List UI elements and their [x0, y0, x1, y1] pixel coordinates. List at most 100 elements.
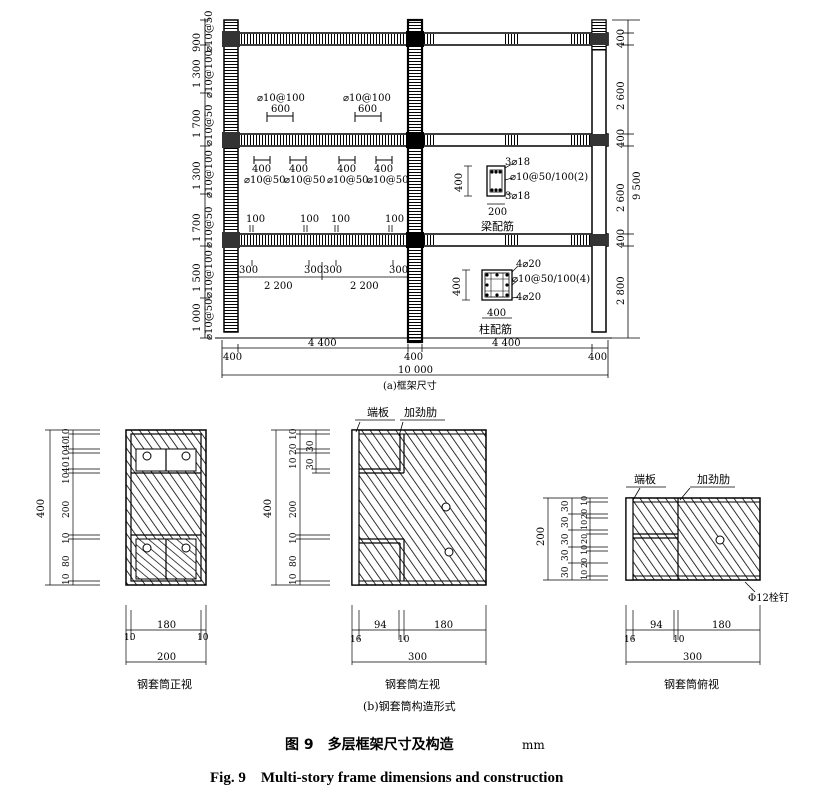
- top-stiffener: 加劲肋: [697, 472, 730, 486]
- front-d6: 200: [62, 501, 72, 518]
- sub-400-3: 400: [337, 164, 356, 175]
- left-da5: 10: [289, 532, 299, 544]
- left-end-plate: 端板: [367, 405, 389, 419]
- top-da5: 30: [561, 566, 571, 578]
- left-dim-1300b: 1 300: [192, 161, 203, 190]
- right-dim-400a: 400: [616, 29, 627, 48]
- sleeve-top-view: 200 30 30 30 30 30 10 20 10 20 10 20 10 …: [536, 472, 789, 691]
- left-w10: 10: [398, 635, 410, 645]
- rebar-label-top-right: ⌀10@100: [343, 93, 391, 104]
- len-2200-right: 2 200: [350, 281, 379, 292]
- left-rebar-2: ⌀10@100: [204, 50, 215, 98]
- top-da4: 30: [561, 549, 571, 561]
- bottom-dim-4400b: 4 400: [492, 338, 521, 349]
- front-right: 10: [197, 633, 209, 643]
- rebar-mid-4: ⌀10@50: [367, 175, 408, 186]
- left-db2: 30: [306, 458, 316, 470]
- column-middle: [406, 18, 424, 344]
- left-dim-900: 900: [192, 33, 203, 52]
- left-dim-1700a: 1 700: [192, 109, 203, 138]
- mark-100-2: 100: [300, 214, 319, 225]
- front-total: 400: [36, 499, 47, 518]
- beam-sec-height: 400: [454, 173, 465, 192]
- sub-400-2: 400: [289, 164, 308, 175]
- bottom-dim-400b: 400: [404, 352, 423, 363]
- top-db2: 20: [580, 509, 589, 519]
- front-d2: 40: [62, 438, 72, 450]
- left-w180: 180: [434, 620, 453, 631]
- right-dim-400b: 400: [616, 129, 627, 148]
- beam-sec-bottom: 3⌀18: [505, 191, 530, 202]
- bottom-dim-4400a: 4 400: [308, 338, 337, 349]
- left-rebar-4: ⌀10@100: [204, 150, 215, 198]
- top-da1: 30: [561, 500, 571, 512]
- column-section: 4⌀20 ⌀10@50/100(4) 4⌀20 400 400 柱配筋: [452, 259, 590, 336]
- bottom-dim-400c: 400: [588, 352, 607, 363]
- left-da6: 80: [289, 555, 299, 567]
- rebar-mid-1: ⌀10@50: [244, 175, 285, 186]
- top-db1: 10: [580, 496, 589, 506]
- left-db1: 30: [306, 440, 316, 452]
- top-da2: 30: [561, 516, 571, 528]
- beam-sec-top: 3⌀18: [505, 157, 530, 168]
- left-rebar-7: ⌀10@50: [204, 299, 215, 340]
- len-600-left: 600: [271, 104, 290, 115]
- left-da2: 20: [289, 443, 299, 455]
- sleeve-left-view: 400 10 20 10 200 10 80 10 30 30 端板 加劲肋: [263, 405, 487, 713]
- front-d5: 10: [62, 472, 72, 484]
- top-bolt: Φ12栓钉: [748, 591, 789, 604]
- rebar-mid-2: ⌀10@50: [284, 175, 325, 186]
- len-600-right: 600: [358, 104, 377, 115]
- front-left: 10: [124, 633, 136, 643]
- col-sec-width: 400: [487, 308, 506, 319]
- figure-caption-cn: 图 9 多层框架尺寸及构造: [285, 736, 454, 753]
- front-d9: 10: [62, 573, 72, 585]
- top-width: 300: [683, 652, 702, 663]
- top-db7: 10: [580, 570, 589, 580]
- top-db3: 10: [580, 520, 589, 530]
- sleeve-front-view: 400 10 40 10 40 10 200 10 80 10 180: [36, 428, 209, 691]
- left-da7: 10: [289, 573, 299, 585]
- mark-100-4: 100: [385, 214, 404, 225]
- top-w16: 16: [624, 635, 636, 645]
- column-left: [223, 19, 239, 333]
- top-w180: 180: [712, 620, 731, 631]
- left-dim-1700b: 1 700: [192, 213, 203, 242]
- left-rebar-3: ⌀10@50: [204, 105, 215, 146]
- left-stiffener: 加劲肋: [404, 405, 437, 419]
- right-total: 9 500: [632, 171, 643, 200]
- beam-section: 3⌀18 ⌀10@50/100(2) 3⌀18 400 200 梁配筋: [454, 157, 588, 233]
- left-rebar-6: ⌀10@100: [204, 250, 215, 298]
- left-rebar-5: ⌀10@50: [204, 207, 215, 248]
- top-total: 200: [536, 527, 547, 546]
- len-300-4: 300: [389, 265, 408, 276]
- rebar-label-top-left: ⌀10@100: [257, 93, 305, 104]
- left-da4: 200: [289, 501, 299, 518]
- beam-sec-label: 梁配筋: [481, 219, 514, 233]
- front-inner: 180: [157, 620, 176, 631]
- right-dim-2600b: 2 600: [616, 183, 627, 212]
- front-d8: 80: [62, 555, 72, 567]
- col-sec-height: 400: [452, 277, 463, 296]
- top-db4: 20: [580, 534, 589, 544]
- left-width: 300: [408, 652, 427, 663]
- top-db6: 20: [580, 558, 589, 568]
- left-da1: 10: [289, 428, 299, 440]
- sub-400-1: 400: [252, 164, 271, 175]
- front-d7: 10: [62, 532, 72, 544]
- figure-caption-unit: mm: [522, 738, 545, 752]
- top-w10: 10: [673, 635, 685, 645]
- figure-caption-en: Fig. 9 Multi-story frame dimensions and …: [210, 770, 564, 786]
- mark-100-1: 100: [246, 214, 265, 225]
- len-300-2: 300: [304, 265, 323, 276]
- len-300-1: 300: [239, 265, 258, 276]
- len-2200-left: 2 200: [264, 281, 293, 292]
- bottom-dim-400a: 400: [223, 352, 242, 363]
- left-w16: 16: [350, 635, 362, 645]
- left-w94: 94: [374, 620, 387, 631]
- top-end-plate: 端板: [634, 472, 656, 486]
- caption-b: (b)钢套筒构造形式: [363, 699, 456, 713]
- col-sec-bottom: 4⌀20: [516, 292, 541, 303]
- col-sec-stirrup: ⌀10@50/100(4): [512, 274, 590, 285]
